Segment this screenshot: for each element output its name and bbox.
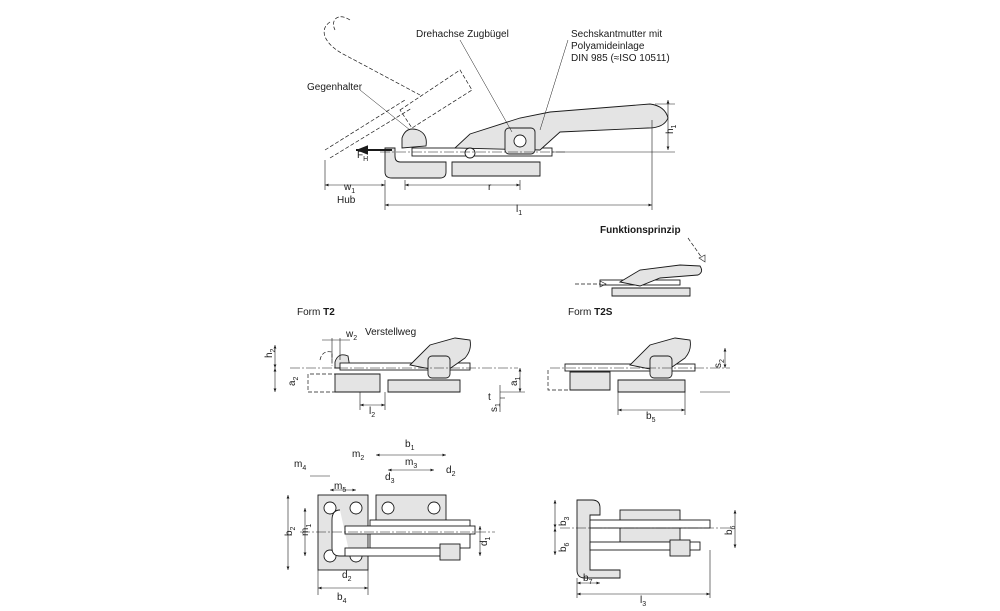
form-t2-label: Form T2	[297, 307, 335, 318]
label-m1: m1	[300, 524, 313, 536]
label-w1: w1	[343, 182, 355, 195]
base-plate	[451, 161, 541, 177]
label-h2: h2	[264, 348, 277, 358]
label-d1: d1	[479, 536, 492, 546]
callout-mutter-1: Sechskantmutter mit	[571, 29, 662, 40]
label-a1: a1	[509, 376, 522, 386]
callout-mutter-2: Polyamideinlage	[571, 41, 645, 52]
hook	[401, 128, 427, 149]
label-m3: m3	[405, 457, 417, 470]
label-force: FH	[357, 150, 368, 163]
callout-mutter-3: DIN 985 (≈ISO 10511)	[571, 53, 670, 64]
label-m5: m5	[334, 481, 346, 494]
label-d2-top: d2	[446, 465, 456, 478]
label-b5: b5	[646, 411, 656, 424]
label-m4: m4	[294, 459, 306, 472]
form-t2s-view	[547, 337, 730, 415]
top-view-t2s	[553, 499, 737, 598]
label-m2: m2	[352, 449, 364, 462]
label-verstellweg: Verstellweg	[365, 327, 416, 338]
label-b1: b1	[405, 439, 415, 452]
label-hub: Hub	[337, 195, 356, 206]
label-l2: l2	[369, 406, 375, 419]
top-view-t2	[286, 453, 495, 595]
label-w2: w2	[345, 329, 357, 342]
pivot	[464, 147, 476, 159]
label-a2: a2	[287, 376, 300, 386]
label-b6-right: b6	[724, 525, 737, 535]
label-b3: b3	[558, 516, 571, 526]
open-handle-outline	[323, 21, 421, 96]
form-t2-view	[273, 337, 525, 412]
callout-drehachse: Drehachse Zugbügel	[416, 29, 509, 40]
label-b2: b2	[284, 526, 297, 536]
main-side-view	[323, 16, 675, 210]
lever	[453, 103, 669, 151]
label-b4: b4	[337, 592, 347, 605]
label-funktionsprinzip: Funktionsprinzip	[600, 225, 681, 236]
label-b7: b7	[583, 573, 593, 586]
label-b6-left: b6	[558, 542, 571, 552]
label-d3: d3	[385, 472, 395, 485]
lever-arrow	[687, 237, 703, 259]
label-l1: l1	[516, 204, 522, 217]
label-d2-bottom: d2	[342, 570, 352, 583]
label-t: t	[488, 392, 491, 403]
label-s1: s1	[489, 403, 502, 412]
label-h1: h1	[665, 124, 678, 134]
form-t2s-label: Form T2S	[568, 307, 613, 318]
label-l3: l3	[640, 595, 646, 608]
label-s2: s2	[713, 359, 726, 368]
label-r: r	[488, 182, 492, 193]
callout-gegenhalter: Gegenhalter	[307, 82, 363, 93]
open-position-hook	[399, 69, 473, 129]
function-principle-sketch	[575, 237, 706, 297]
hook-bracket	[384, 147, 447, 179]
